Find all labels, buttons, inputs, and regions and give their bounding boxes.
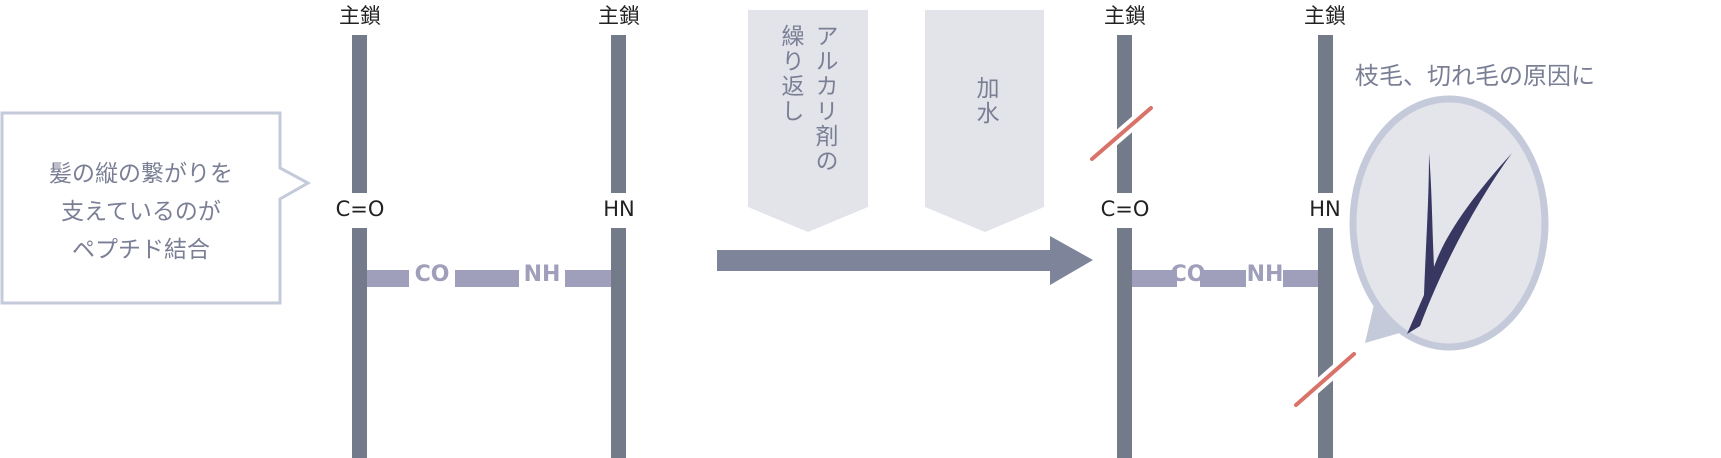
step-line: 加水 (972, 76, 998, 126)
main-chain-label: 主鎖 (339, 4, 381, 28)
split-hair-icon (1407, 153, 1512, 334)
result-note: 枝毛、切れ毛の原因に (1355, 62, 1595, 90)
break-mark-2 (1294, 352, 1356, 407)
main-chain-label: 主鎖 (1304, 4, 1346, 28)
process-arrow (717, 236, 1093, 285)
peptide-bond-seg (455, 270, 519, 287)
step-pennant-water (925, 10, 1044, 232)
main-chain-1-top (352, 35, 367, 193)
main-chain-2-bottom (611, 228, 626, 458)
bond-co-label: CO (414, 262, 450, 287)
peptide-bond-seg (1283, 270, 1318, 287)
peptide-bond-seg (1200, 270, 1246, 287)
callout-box (0, 111, 312, 305)
carbonyl-label: C=O (335, 197, 385, 221)
main-chain-3-top (1117, 35, 1132, 193)
main-chain-4-bottom (1318, 228, 1333, 458)
main-chain-1-bottom (352, 228, 367, 458)
peptide-bond-seg (1132, 270, 1177, 287)
step-alkali-text: アルカリ剤の繰り返し (773, 24, 841, 174)
main-chain-3-bottom (1117, 228, 1132, 458)
callout-line: 支えているのが (61, 199, 221, 225)
bond-nh-label: NH (1246, 262, 1284, 287)
peptide-bond-seg (367, 270, 409, 287)
step-water-text: 加水 (968, 76, 1002, 126)
main-chain-label: 主鎖 (1104, 4, 1146, 28)
callout-line: ペプチド結合 (72, 237, 210, 263)
main-chain-label: 主鎖 (598, 4, 640, 28)
step-line: アルカリ剤の (811, 24, 837, 174)
magnify-bubble (1349, 95, 1549, 351)
amine-label: HN (603, 197, 635, 221)
peptide-bond-seg (565, 270, 611, 287)
amine-label: HN (1309, 197, 1341, 221)
bond-co-label: CO (1170, 262, 1206, 287)
step-pennant-alkali (748, 10, 868, 232)
callout-text: 髪の縦の繋がりを 支えているのが ペプチド結合 (2, 155, 280, 269)
carbonyl-label: C=O (1100, 197, 1150, 221)
bond-nh-label: NH (523, 262, 561, 287)
step-line: 繰り返し (777, 24, 803, 124)
break-mark-1 (1090, 106, 1153, 161)
main-chain-4-top (1318, 35, 1333, 193)
callout-line: 髪の縦の繋がりを (49, 161, 233, 187)
main-chain-2-top (611, 35, 626, 193)
